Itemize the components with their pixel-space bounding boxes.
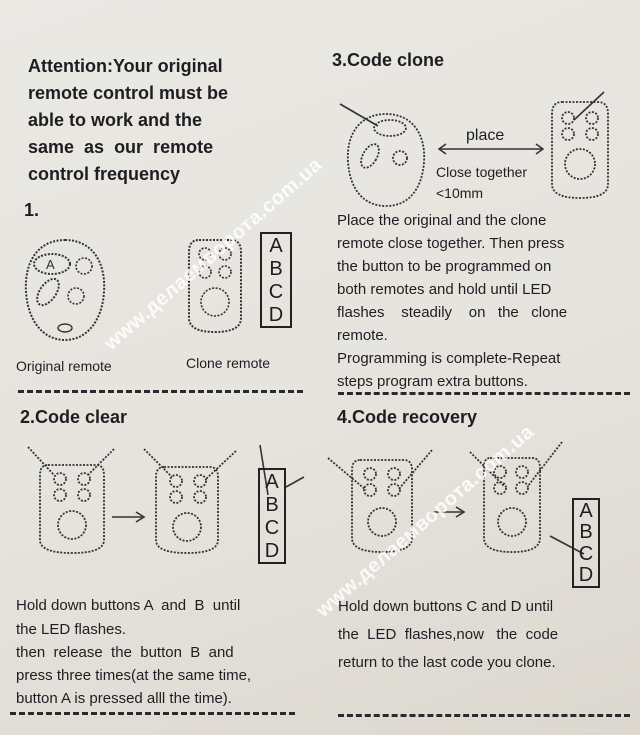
code-recovery-illustration [327,441,585,555]
step4-title: 4.Code recovery [337,407,478,427]
step4-line-2: the LED flashes,now the code [338,626,559,643]
legend-letter-a: A [269,234,283,257]
button-legend-step2: A B C D [258,468,286,564]
step3-line-4: both remotes and hold until LED [337,281,552,298]
distance-label: <10mm [436,185,484,201]
attention-line-3: able to work and the [28,110,203,130]
step3-line-5: flashes steadily on the clone [337,304,568,321]
step2-line-5: button A is pressed alll the time). [16,690,232,707]
attention-line-5: control frequency [28,164,181,184]
step3-line-3: the button to be programmed on [337,258,552,275]
legend4-letter-b: B [579,521,593,544]
step1-number: 1. [24,200,40,220]
step4-line-1: Hold down buttons C and D until [338,598,554,615]
legend-letter-c: C [268,280,284,303]
divider-left-1 [18,390,303,393]
attention-line-4: same as our remote [28,137,214,157]
button-legend-step4: A B C D [572,498,600,588]
step4-line-3: return to the last code you clone. [338,654,556,671]
clone-remote-label: Clone remote [186,355,271,371]
step3-title: 3.Code clone [332,50,445,70]
legend2-letter-d: D [264,539,280,562]
code-clear-illustration [27,444,305,554]
step2-title: 2.Code clear [20,407,128,427]
step2-line-3: then release the button B and [16,644,234,661]
clone-remote-clone-illustration [551,91,609,199]
legend2-letter-a: A [265,470,279,493]
original-remote-clone-illustration [339,103,425,207]
divider-right-2 [338,714,630,717]
double-arrow-icon [437,143,545,155]
step3-line-8: steps program extra buttons. [337,373,528,390]
legend4-letter-c: C [578,542,594,565]
original-remote-label: Original remote [16,358,112,374]
legend2-letter-b: B [265,493,279,516]
step3-line-2: remote close together. Then press [337,235,565,252]
step3-line-7: Programming is complete-Repeat [337,350,561,367]
legend-letter-d: D [268,303,284,326]
svg-text:A: A [46,257,55,272]
original-remote-illustration: A [24,238,106,342]
divider-right-1 [338,392,630,395]
step3-line-6: remote. [337,327,388,344]
legend4-letter-a: A [579,499,593,522]
legend4-letter-d: D [578,564,594,587]
step2-line-1: Hold down buttons A and B until [16,597,241,614]
button-legend-step1: A B C D [260,232,292,328]
attention-line-2: remote control must be [28,83,229,103]
place-label: place [466,127,505,144]
step3-line-1: Place the original and the clone [337,212,547,229]
step2-line-2: the LED flashes. [16,621,127,638]
attention-line-1: Attention:Your original [28,56,223,76]
close-together-label: Close together [436,164,528,180]
step2-line-4: press three times(at the same time, [16,667,252,684]
legend2-letter-c: C [264,516,280,539]
legend-letter-b: B [269,257,283,280]
clone-remote-illustration [188,239,242,334]
divider-left-2 [10,712,295,715]
